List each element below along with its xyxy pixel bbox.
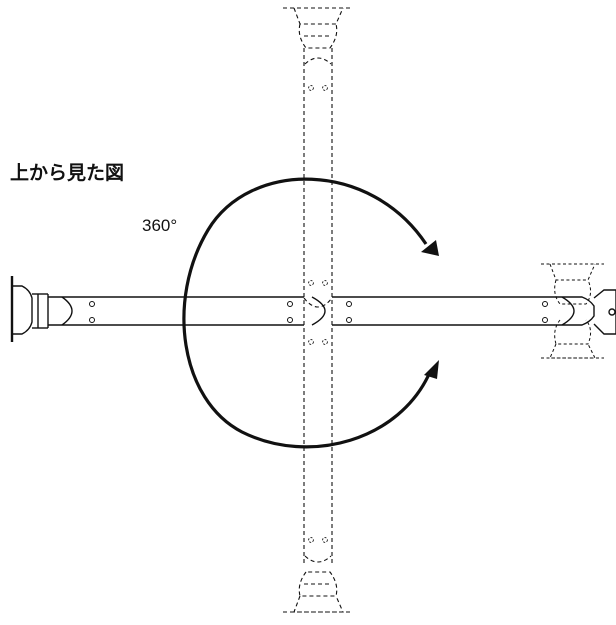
rotation-arrowhead-bottom bbox=[424, 360, 439, 379]
horizontal-arm-holes bbox=[89, 301, 548, 323]
tilt-head bbox=[560, 296, 595, 326]
bottom-knuckle bbox=[304, 555, 332, 563]
monitor-bracket-screw bbox=[608, 308, 616, 316]
top-knuckle bbox=[304, 57, 332, 65]
dashed-vertical-arm bbox=[283, 7, 353, 613]
wall-knuckle bbox=[61, 296, 73, 326]
middle-joint-curve bbox=[303, 297, 333, 308]
vertical-arm-holes bbox=[308, 85, 328, 543]
bottom-bracket-joint bbox=[298, 571, 338, 597]
top-bracket-body bbox=[293, 7, 344, 25]
rotation-arrow bbox=[182, 177, 432, 449]
monitor-bracket bbox=[593, 289, 616, 335]
dashed-end-head bbox=[541, 263, 604, 359]
bottom-bracket-body bbox=[293, 595, 344, 613]
rotation-angle-label: 360° bbox=[142, 216, 178, 235]
horizontal-arm bbox=[10, 276, 616, 342]
top-bracket-joint bbox=[298, 23, 338, 49]
rotation-arrowhead-top bbox=[421, 240, 439, 256]
end-knuckle bbox=[561, 296, 575, 326]
wall-mount-block bbox=[13, 285, 33, 335]
diagram-caption: 上から見た図 bbox=[10, 162, 125, 184]
center-knuckle bbox=[311, 296, 326, 326]
rotation-arc bbox=[182, 177, 432, 449]
